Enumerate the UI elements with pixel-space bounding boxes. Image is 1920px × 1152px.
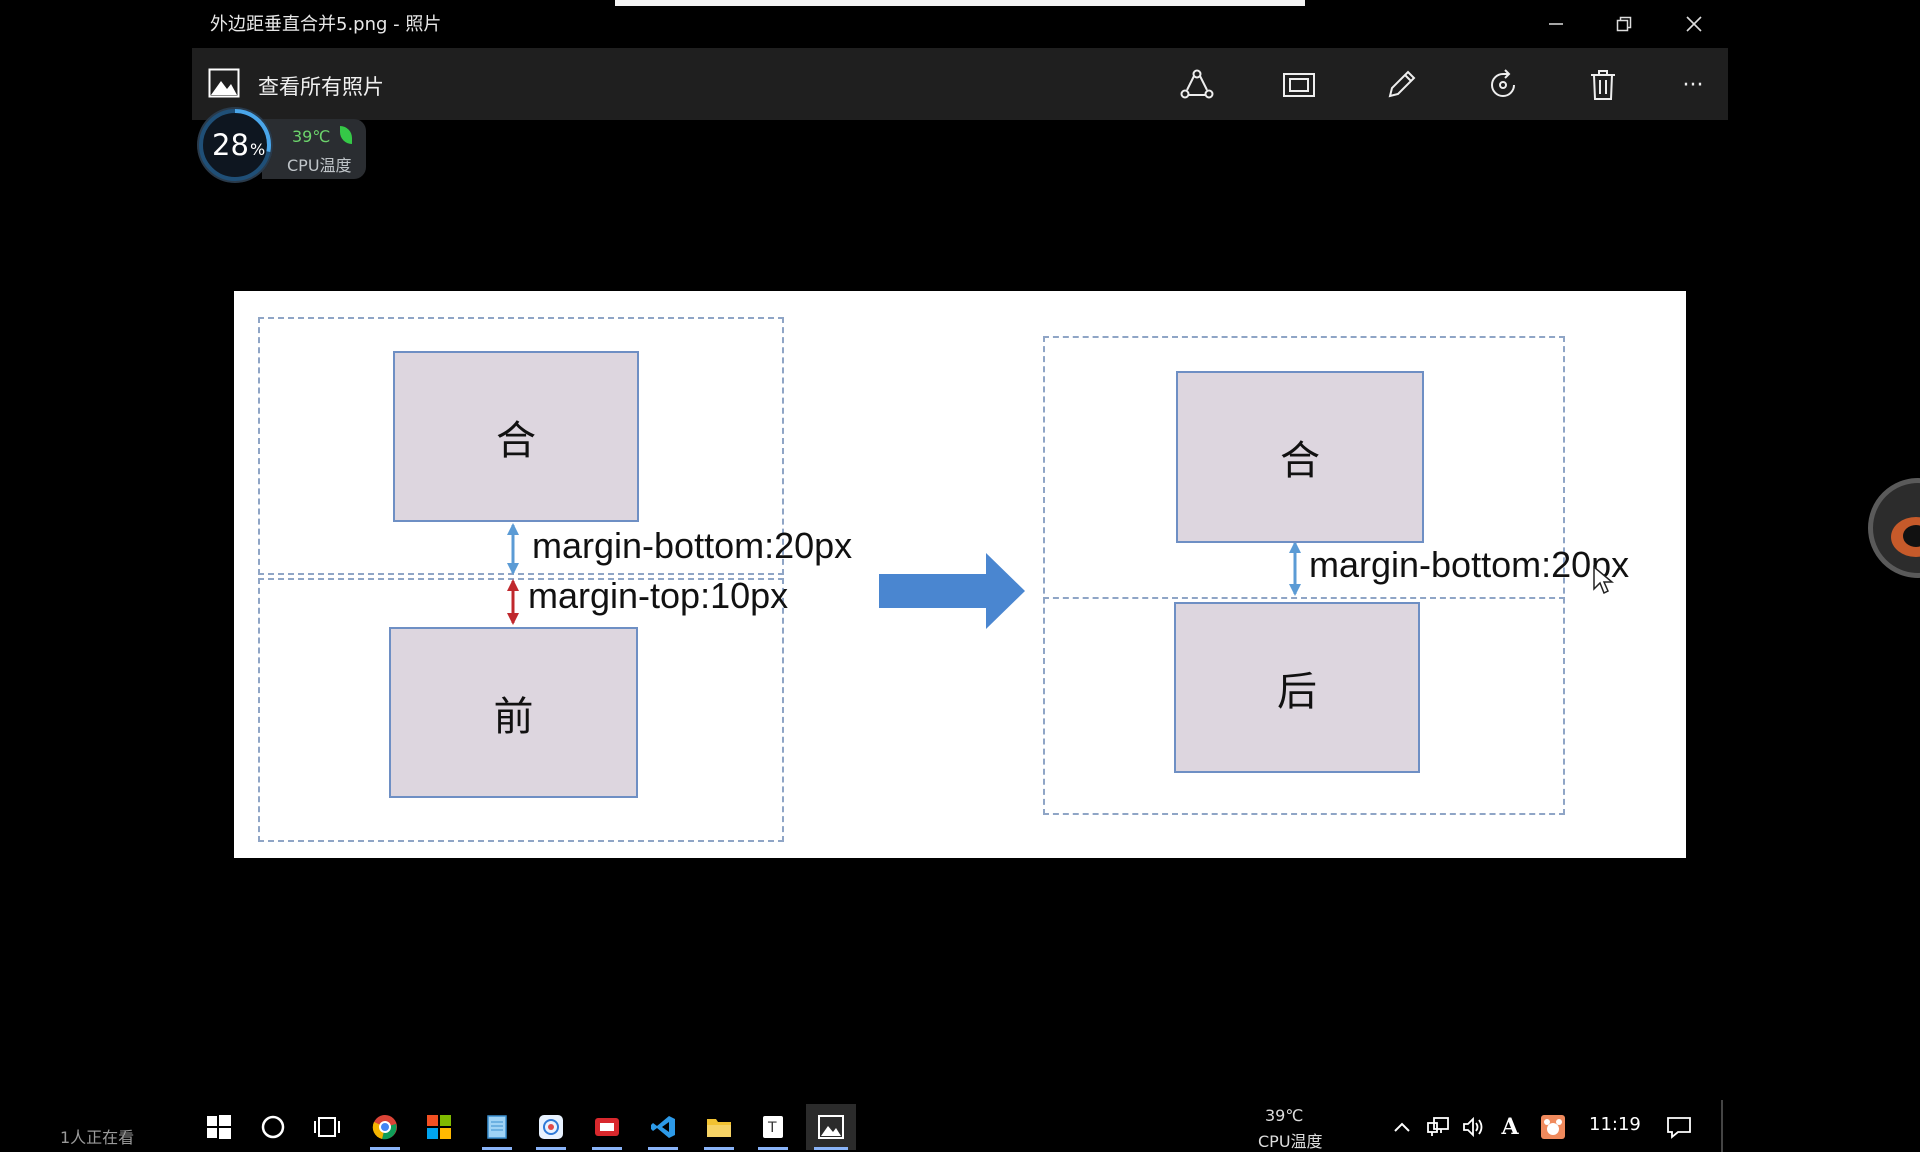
photo-icon[interactable] — [208, 68, 240, 98]
minimize-button[interactable] — [1528, 6, 1584, 42]
share-icon[interactable] — [1172, 60, 1222, 110]
cpu-temperature-label: CPU温度 — [287, 156, 352, 175]
close-icon — [1686, 16, 1702, 32]
left-bottom-box: 前 — [389, 627, 638, 798]
cpu-temperature: 39℃ — [292, 127, 331, 146]
typora-icon[interactable]: T — [750, 1104, 796, 1150]
app-toolbar — [192, 48, 1728, 120]
cpu-usage-ring[interactable] — [197, 107, 273, 183]
edit-icon[interactable] — [1376, 60, 1426, 110]
input-method-icon[interactable]: A — [1501, 1114, 1519, 1140]
cpu-usage-sign: % — [250, 140, 266, 159]
view-all-photos-link[interactable]: 查看所有照片 — [258, 75, 384, 99]
notepad-icon[interactable] — [474, 1104, 520, 1150]
task-view-icon[interactable] — [304, 1104, 350, 1150]
cortana-icon[interactable] — [250, 1104, 296, 1150]
network-app-icon[interactable] — [528, 1104, 574, 1150]
right-merged-margin-area — [1043, 336, 1565, 815]
diagram-arrows — [507, 523, 1301, 629]
minimize-icon — [1549, 23, 1563, 25]
right-divider — [1043, 597, 1565, 599]
app-tray-icon[interactable] — [1528, 1104, 1578, 1150]
file-explorer-icon[interactable] — [696, 1104, 742, 1150]
top-strip — [615, 0, 1305, 6]
close-button[interactable] — [1666, 6, 1722, 42]
tray-cpu-temperature-label: CPU温度 — [1258, 1132, 1323, 1151]
label-margin-bottom-left: margin-bottom:20px — [532, 525, 853, 566]
chrome-icon[interactable] — [362, 1104, 408, 1150]
store-icon[interactable] — [416, 1104, 462, 1150]
right-bottom-box: 后 — [1174, 602, 1420, 773]
label-margin-top: margin-top:10px — [528, 575, 789, 616]
window-title: 外边距垂直合并5.png - 照片 — [210, 14, 442, 35]
mouse-pointer-icon — [1593, 565, 1614, 595]
left-top-box: 合 — [393, 351, 639, 522]
delete-icon[interactable] — [1578, 60, 1628, 110]
more-icon[interactable]: ··· — [1682, 72, 1704, 98]
vscode-icon[interactable] — [640, 1104, 686, 1150]
slideshow-icon[interactable] — [1274, 60, 1324, 110]
leaf-icon — [340, 126, 352, 144]
network-icon[interactable] — [1418, 1104, 1458, 1150]
right-top-box: 合 — [1176, 371, 1424, 543]
volume-icon[interactable] — [1454, 1104, 1494, 1150]
rotate-icon[interactable] — [1478, 60, 1528, 110]
media-app-icon[interactable] — [584, 1104, 630, 1150]
restore-icon — [1616, 16, 1632, 32]
tray-cpu-temperature: 39℃ — [1265, 1106, 1304, 1125]
viewers-count: 1人正在看 — [60, 1128, 135, 1147]
label-margin-bottom-right: margin-bottom:20px — [1309, 544, 1630, 585]
notification-icon[interactable] — [1656, 1104, 1702, 1150]
photos-icon[interactable] — [806, 1104, 856, 1150]
displayed-photo: 合 前 margin-bottom:20px margin-top:10px 合… — [234, 291, 1686, 858]
floating-avatar[interactable] — [1868, 478, 1920, 578]
chevron-up-icon[interactable] — [1382, 1104, 1422, 1150]
restore-button[interactable] — [1596, 6, 1652, 42]
cpu-usage-value: 28 — [212, 128, 249, 162]
clock[interactable]: 11:19 — [1589, 1114, 1641, 1135]
left-bottom-margin-area — [258, 578, 784, 842]
start-icon[interactable] — [196, 1104, 242, 1150]
left-top-margin-area — [258, 317, 784, 575]
svg-text:T: T — [767, 1120, 777, 1136]
show-desktop-divider[interactable] — [1721, 1100, 1723, 1152]
